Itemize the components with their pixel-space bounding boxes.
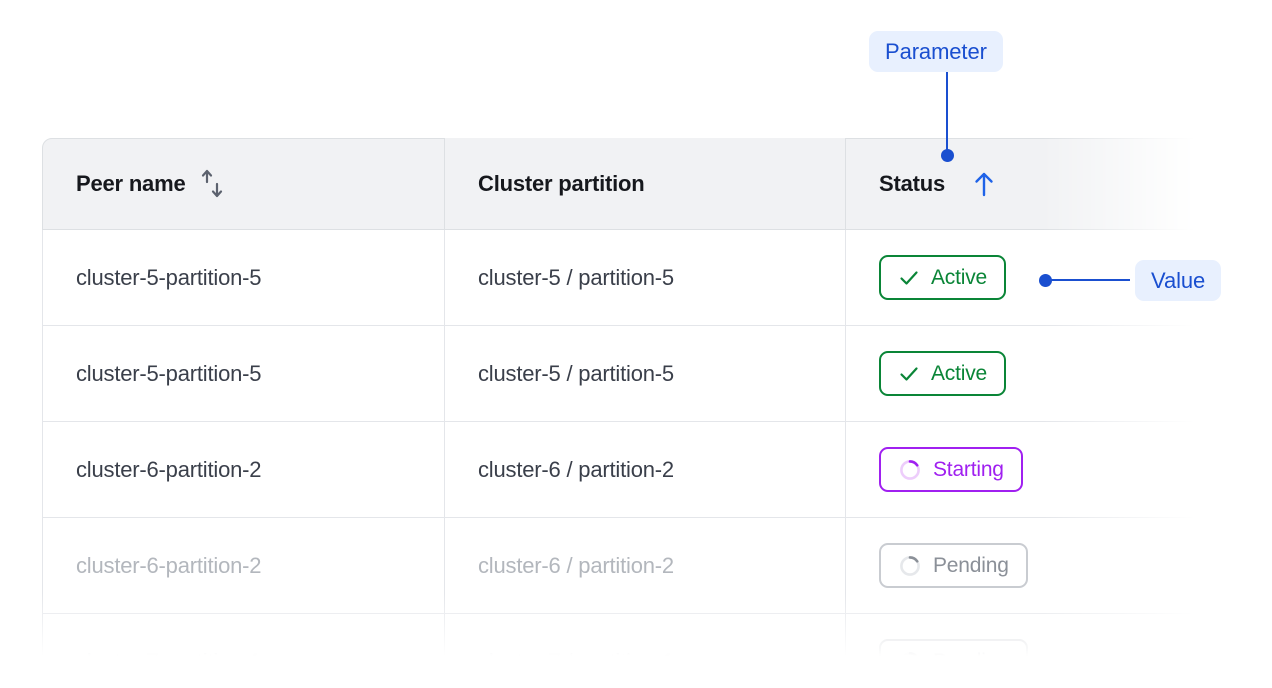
peers-table-container: Peer name Cluster partition <box>42 138 1195 656</box>
annotation-parameter-badge: Parameter <box>869 31 1003 72</box>
annotation-value-line <box>1050 279 1130 281</box>
status-badge-label: Pending <box>933 553 1009 577</box>
status-badge-label: Active <box>931 361 987 385</box>
cell-peer-name: cluster-5-partition-5 <box>42 326 445 422</box>
status-badge-label: Pending <box>933 650 1009 657</box>
annotation-parameter-dot <box>941 149 954 162</box>
table-row[interactable]: cluster-6-partition-2 cluster-6 / partit… <box>42 422 1195 518</box>
cell-peer-name: cluster-6-partition-2 <box>42 518 445 614</box>
peers-table: Peer name Cluster partition <box>42 138 1195 656</box>
cell-cluster-partition: cluster-7 / partition-1 <box>445 614 846 656</box>
cell-peer-name: cluster-5-partition-5 <box>42 230 445 326</box>
status-badge: Active <box>879 351 1006 396</box>
cell-status: Active <box>846 326 1195 422</box>
cell-cluster-partition: cluster-6 / partition-2 <box>445 518 846 614</box>
spinner-icon <box>898 554 922 578</box>
check-icon <box>898 267 920 289</box>
status-badge: Pending <box>879 639 1028 656</box>
arrow-up-icon[interactable] <box>971 170 997 198</box>
table-header: Peer name Cluster partition <box>42 138 1195 230</box>
cell-peer-name: cluster-6-partition-2 <box>42 422 445 518</box>
table-row[interactable]: cluster-7-partition-1 cluster-7 / partit… <box>42 614 1195 656</box>
cell-peer-name: cluster-7-partition-1 <box>42 614 445 656</box>
column-header-peer-name-label: Peer name <box>76 171 186 196</box>
annotation-value-badge: Value <box>1135 260 1222 301</box>
status-badge: Active <box>879 255 1006 300</box>
column-header-cluster-partition[interactable]: Cluster partition <box>445 138 846 230</box>
sort-both-arrows-icon[interactable] <box>200 169 226 199</box>
table-row[interactable]: cluster-5-partition-5 cluster-5 / partit… <box>42 230 1195 326</box>
cell-status: Starting <box>846 422 1195 518</box>
column-header-status[interactable]: Status <box>846 138 1195 230</box>
column-header-status-label: Status <box>879 171 946 196</box>
annotation-parameter-line <box>946 72 948 155</box>
cell-cluster-partition: cluster-6 / partition-2 <box>445 422 846 518</box>
annotation-value-dot <box>1039 274 1052 287</box>
spinner-icon <box>898 650 922 656</box>
status-badge-label: Active <box>931 265 987 289</box>
table-body: cluster-5-partition-5 cluster-5 / partit… <box>42 230 1195 656</box>
cell-cluster-partition: cluster-5 / partition-5 <box>445 326 846 422</box>
column-header-peer-name[interactable]: Peer name <box>42 138 445 230</box>
table-row[interactable]: cluster-6-partition-2 cluster-6 / partit… <box>42 518 1195 614</box>
spinner-icon <box>898 458 922 482</box>
cell-status: Pending <box>846 518 1195 614</box>
status-badge: Pending <box>879 543 1028 588</box>
status-badge: Starting <box>879 447 1023 492</box>
check-icon <box>898 363 920 385</box>
table-row[interactable]: cluster-5-partition-5 cluster-5 / partit… <box>42 326 1195 422</box>
cell-status: Pending <box>846 614 1195 656</box>
cell-cluster-partition: cluster-5 / partition-5 <box>445 230 846 326</box>
status-badge-label: Starting <box>933 457 1004 481</box>
table-header-row: Peer name Cluster partition <box>42 138 1195 230</box>
column-header-cluster-partition-label: Cluster partition <box>478 170 645 196</box>
